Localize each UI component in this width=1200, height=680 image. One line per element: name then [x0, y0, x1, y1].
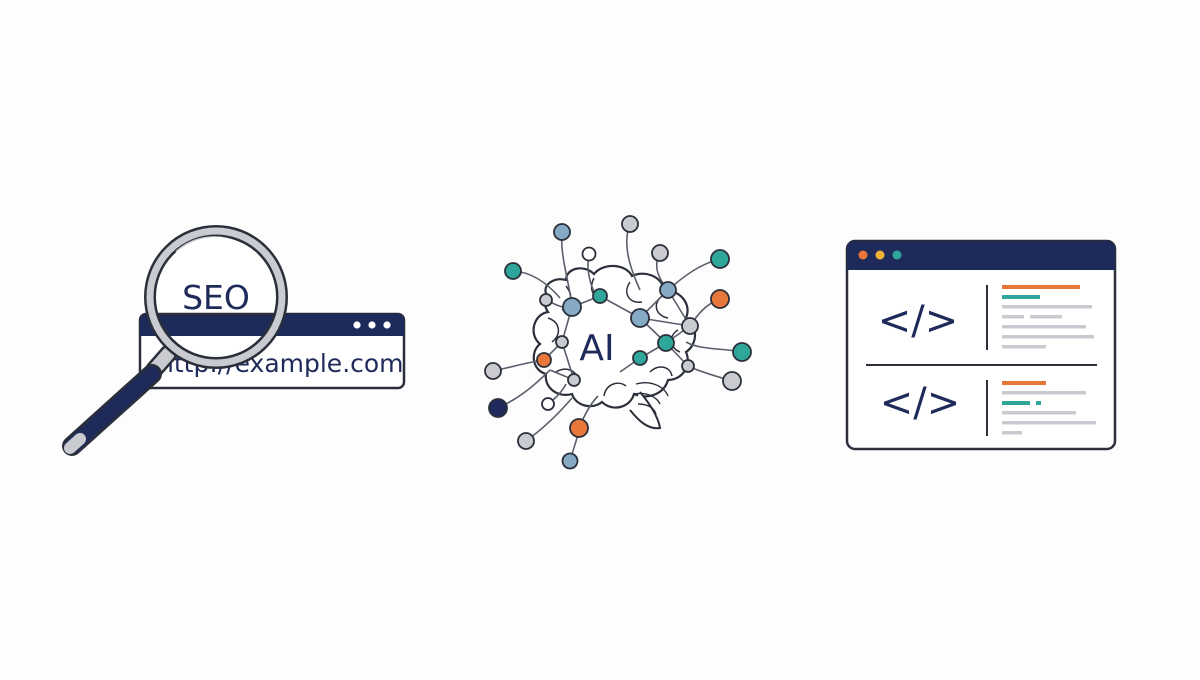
network-node-icon	[722, 371, 742, 391]
network-node-icon	[710, 249, 730, 269]
network-node-icon	[555, 335, 569, 349]
code-symbol-bottom: </>	[880, 380, 961, 426]
ai-illustration: AI	[484, 215, 752, 470]
code-lines-top	[1002, 285, 1094, 349]
network-node-icon	[621, 215, 639, 233]
network-node-icon	[504, 262, 522, 280]
network-node-icon	[484, 362, 502, 380]
network-node-icon	[541, 397, 555, 411]
code-lines-bottom	[1002, 381, 1096, 435]
network-node-icon	[488, 398, 508, 418]
network-node-icon	[562, 297, 582, 317]
window-dot-icon	[892, 250, 902, 260]
window-dot-icon	[368, 321, 376, 329]
window-dot-icon	[875, 250, 885, 260]
brain-network-icon: AI	[484, 215, 752, 470]
seo-illustration: http://example.com SEO	[62, 225, 406, 456]
seo-lens-text: SEO	[182, 278, 250, 317]
network-node-icon	[569, 418, 589, 438]
network-node-icon	[632, 350, 648, 366]
ai-label: AI	[579, 328, 614, 369]
network-node-icon	[630, 308, 650, 328]
network-node-icon	[553, 223, 571, 241]
network-node-icon	[567, 373, 581, 387]
window-dot-icon	[858, 250, 868, 260]
network-node-icon	[581, 246, 597, 262]
network-node-icon	[659, 281, 677, 299]
network-node-icon	[732, 342, 752, 362]
network-node-icon	[517, 432, 535, 450]
network-node-icon	[681, 359, 695, 373]
network-node-icon	[710, 289, 730, 309]
window-dot-icon	[353, 321, 361, 329]
window-dot-icon	[383, 321, 391, 329]
code-window-icon: </> </>	[845, 239, 1117, 451]
network-node-icon	[539, 293, 553, 307]
network-node-icon	[681, 317, 699, 335]
network-node-icon	[657, 334, 675, 352]
magnifying-glass-icon: SEO	[62, 225, 288, 456]
network-node-icon	[651, 244, 669, 262]
network-node-icon	[536, 352, 552, 368]
code-illustration: </> </>	[845, 239, 1117, 451]
code-window-header	[847, 241, 1115, 270]
network-node-icon	[592, 288, 608, 304]
code-symbol-top: </>	[878, 298, 959, 344]
network-node-icon	[561, 452, 579, 470]
